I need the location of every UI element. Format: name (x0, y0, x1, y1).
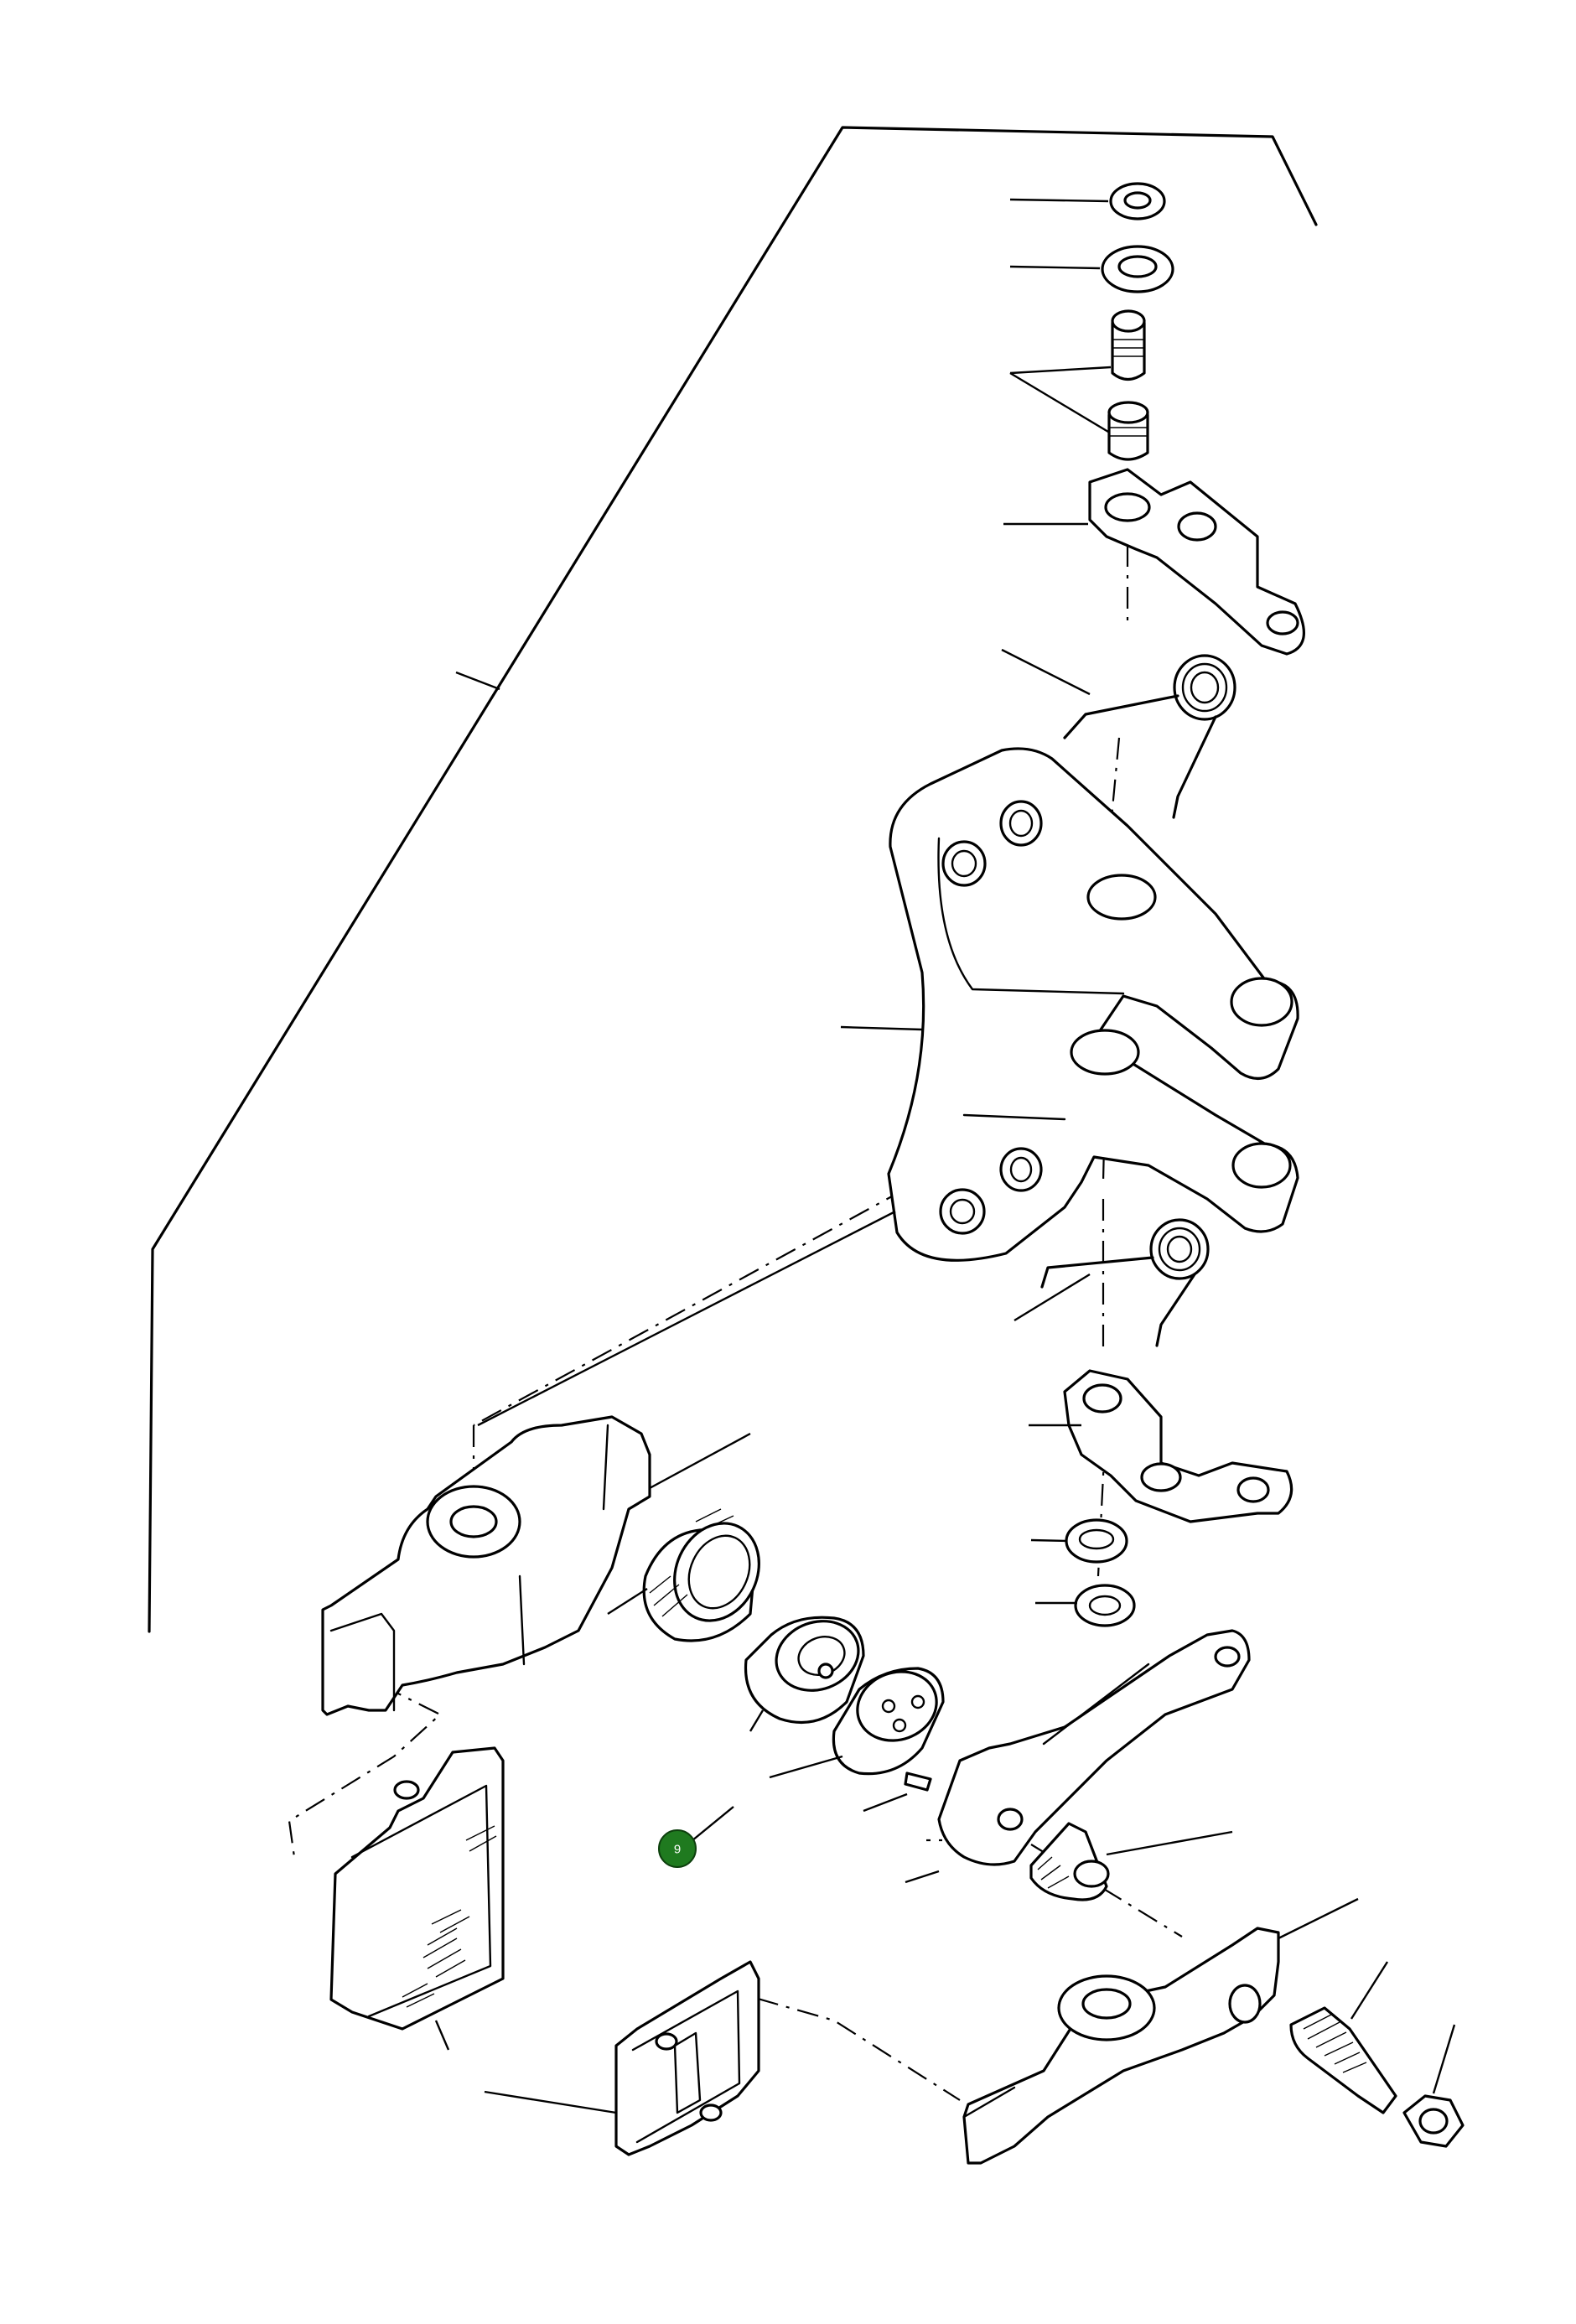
piston-seal-ring (607, 1508, 760, 1642)
callout-label: 9 (674, 1843, 681, 1857)
brake-pad-left (329, 1746, 505, 2051)
washer-top (1009, 245, 1174, 293)
upper-torsion-spring (1001, 648, 1236, 819)
hex-nut (1402, 2024, 1465, 2148)
bleed-screw (1289, 1961, 1397, 2114)
lower-torsion-spring (1014, 1218, 1210, 1347)
caliper-piston (744, 1616, 865, 1732)
callout-badge[interactable]: 9 (658, 1806, 734, 1868)
pin-upper (1111, 309, 1146, 381)
main-support-bracket (477, 747, 1299, 1427)
upper-mounting-plate (1003, 468, 1305, 656)
lever-arm (905, 1629, 1251, 1884)
circlip-top (1009, 182, 1166, 220)
circlip-bottom (1035, 1584, 1136, 1627)
dust-boot (1029, 1822, 1233, 1901)
callout-circle[interactable] (658, 1829, 697, 1868)
pin-lower (1009, 366, 1149, 461)
upper-caliper-body (321, 1415, 751, 1716)
dowel-pin (863, 1772, 932, 1813)
piston-insulator (769, 1667, 945, 1779)
lower-caliper-body (962, 1897, 1359, 2165)
lower-mounting-plate (1029, 1369, 1293, 1523)
brake-pad-right (484, 1960, 760, 2156)
washer-bottom (1030, 1518, 1128, 1564)
assembly-bracket-outline (148, 126, 1318, 1633)
